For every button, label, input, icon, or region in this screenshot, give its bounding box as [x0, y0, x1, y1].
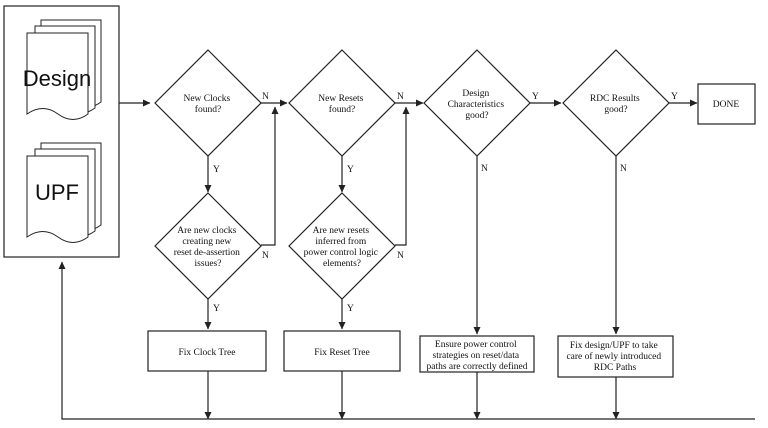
decision-rdc-results: RDC Results good?: [562, 49, 670, 157]
edge-label-clock-question-no: N: [262, 251, 269, 261]
decision-resets-inferred: Are new resets inferred from power contr…: [288, 192, 396, 300]
upf-document-label: UPF: [35, 180, 79, 205]
edge-label-clocks-no: N: [262, 92, 269, 102]
edge-labels: N Y N Y N Y N Y Y N Y N: [213, 92, 678, 314]
decision-rdc-results-label: RDC Results good?: [590, 94, 642, 115]
process-fix-clock-tree-label: Fix Clock Tree: [178, 348, 235, 358]
edge-label-rdc-no: N: [620, 164, 627, 174]
decision-design-characteristics: Design Characteristics good?: [423, 49, 531, 157]
decision-clock-deassertion-label: Are new clocks creating new reset de-ass…: [174, 226, 243, 269]
design-document-label: Design: [23, 66, 91, 91]
process-fix-reset-tree-label: Fix Reset Tree: [314, 348, 369, 358]
design-document-stack: Design: [23, 19, 102, 120]
edge-label-clock-question-yes: Y: [213, 304, 220, 314]
upf-document-stack: UPF: [26, 142, 102, 243]
decision-new-clocks-label: New Clocks found?: [183, 94, 232, 115]
edge-label-rdc-yes: Y: [671, 92, 678, 102]
edge-label-resets-yes: Y: [347, 165, 354, 175]
process-done: DONE: [697, 83, 756, 125]
edge-label-resets-no: N: [397, 92, 404, 102]
edge-label-reset-question-yes: Y: [347, 304, 354, 314]
edge-label-clocks-yes: Y: [213, 165, 220, 175]
edge-label-reset-question-no: N: [397, 251, 404, 261]
decision-new-resets-label: New Resets found?: [318, 94, 366, 115]
return-loop-line: [58, 261, 755, 420]
decision-new-resets: New Resets found?: [288, 49, 396, 157]
arrow-clock-question-no: [261, 106, 279, 246]
arrow-reset-question-no: [395, 106, 410, 246]
edge-label-design-yes: Y: [532, 92, 539, 102]
connectors: [58, 99, 755, 420]
process-fix-design-upf-label: Fix design/UPF to take care of newly int…: [566, 341, 663, 373]
input-container: Design UPF: [3, 5, 120, 258]
process-done-label: DONE: [713, 100, 740, 110]
decision-clock-deassertion: Are new clocks creating new reset de-ass…: [154, 192, 262, 300]
process-ensure-power-control-label: Ensure power control strategies on reset…: [426, 340, 527, 372]
edge-label-design-no: N: [481, 164, 488, 174]
decision-design-characteristics-label: Design Characteristics good?: [448, 89, 507, 121]
decision-new-clocks: New Clocks found?: [154, 49, 262, 157]
process-fix-design-upf: Fix design/UPF to take care of newly int…: [557, 335, 674, 378]
process-fix-clock-tree: Fix Clock Tree: [147, 330, 267, 372]
process-fix-reset-tree: Fix Reset Tree: [283, 330, 401, 372]
process-ensure-power-control: Ensure power control strategies on reset…: [419, 335, 535, 373]
decision-resets-inferred-label: Are new resets inferred from power contr…: [304, 226, 381, 269]
